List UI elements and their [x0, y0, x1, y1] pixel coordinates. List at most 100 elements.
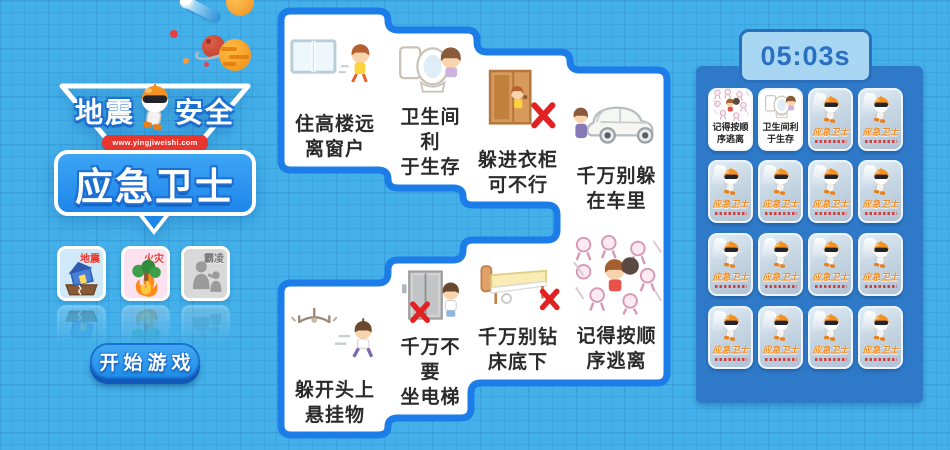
start-game-button[interactable]: 开始游戏 — [90, 343, 200, 379]
card-back-logo-text: 应急卫士 — [862, 199, 899, 209]
safety-tip-7: 千万别钻床底下 — [474, 246, 562, 379]
bed-x-icon — [474, 246, 562, 325]
card-back-tagline — [864, 358, 897, 361]
card-back-logo-text: 应急卫士 — [762, 272, 799, 282]
toilet-icon — [391, 36, 470, 105]
mascot-icon — [720, 168, 742, 196]
tip-text: 躲进衣柜可不行 — [477, 150, 558, 196]
memory-card-back[interactable]: 应急卫士 — [858, 306, 903, 369]
memory-card-back[interactable]: 应急卫士 — [858, 160, 903, 223]
memory-card-back[interactable]: 应急卫士 — [808, 160, 853, 223]
memory-card-back[interactable]: 应急卫士 — [758, 306, 803, 369]
mascot-icon — [770, 241, 792, 269]
card-back-tagline — [864, 140, 897, 143]
memory-card-back[interactable]: 应急卫士 — [708, 160, 753, 223]
toilet-icon — [759, 90, 802, 122]
meteor-decoration — [179, 0, 223, 24]
card-back-logo-text: 应急卫士 — [812, 199, 849, 209]
countdown-timer: 05:03s — [739, 29, 872, 83]
tip-text: 千万不要坐电梯 — [400, 337, 461, 408]
logo-title: 应急卫士 — [74, 166, 235, 209]
safety-tip-4: 千万别躲在车里 — [568, 78, 665, 218]
pink-dot-decoration — [204, 62, 209, 67]
mascot-icon — [136, 84, 174, 132]
memory-card-back[interactable]: 应急卫士 — [708, 306, 753, 369]
mascot-icon — [870, 168, 892, 196]
start-game-label: 开始游戏 — [99, 352, 196, 374]
card-back-logo-text: 应急卫士 — [812, 272, 849, 282]
timer-value: 05:03s — [760, 40, 851, 71]
game-logo: 地震 安全 www.yingjiweishi.com 应急卫士 — [52, 78, 258, 238]
memory-card-back[interactable]: 应急卫士 — [808, 88, 853, 151]
card-text: 记得按顺序逃离 — [712, 122, 749, 144]
card-back-logo-text: 应急卫士 — [862, 127, 899, 137]
category-reflection-3: 霸凌 — [181, 305, 230, 360]
card-back-tagline — [714, 285, 747, 288]
card-back-logo-text: 应急卫士 — [712, 345, 749, 355]
wardrobe-x-icon — [474, 56, 562, 148]
orange-dot-decoration — [183, 58, 189, 64]
memory-card-back[interactable]: 应急卫士 — [758, 233, 803, 296]
mascot-icon — [870, 314, 892, 342]
tip-text: 千万别躲在车里 — [576, 166, 657, 212]
logo-word-left: 地震 — [74, 97, 135, 128]
tip-text: 躲开头上悬挂物 — [294, 380, 375, 426]
card-back-tagline — [814, 358, 847, 361]
memory-card-back[interactable]: 应急卫士 — [758, 160, 803, 223]
mascot-icon — [820, 241, 842, 269]
mascot-icon — [820, 168, 842, 196]
elevator-x-icon — [391, 266, 470, 335]
tip-text: 千万别钻床底下 — [477, 327, 558, 373]
logo-word-right: 安全 — [175, 97, 236, 128]
card-back-logo-text: 应急卫士 — [862, 272, 899, 282]
red-dot-decoration — [170, 30, 178, 38]
category-label: 火灾 — [144, 254, 164, 265]
card-back-tagline — [764, 358, 797, 361]
card-back-logo-text: 应急卫士 — [762, 199, 799, 209]
memory-card-revealed[interactable]: 记得按顺序逃离 — [708, 88, 753, 151]
safety-tip-2: 卫生间利于生存 — [391, 36, 470, 184]
card-back-logo-text: 应急卫士 — [712, 199, 749, 209]
memory-card-back[interactable]: 应急卫士 — [858, 233, 903, 296]
bubble-pointer — [139, 216, 169, 235]
category-card-bully-figures[interactable]: 霸凌 — [181, 246, 230, 301]
card-back-logo-text: 应急卫士 — [862, 345, 899, 355]
mascot-icon — [820, 96, 842, 124]
planet-top-decoration — [226, 0, 254, 16]
mascot-icon — [720, 241, 742, 269]
safety-tip-3: 躲进衣柜可不行 — [474, 56, 562, 202]
category-reflection-1: 地震 — [57, 305, 106, 360]
card-text: 卫生间利于生存 — [762, 122, 799, 144]
website-url: www.yingjiweishi.com — [112, 138, 198, 147]
safety-tip-6: 千万不要坐电梯 — [391, 266, 470, 414]
website-ribbon: www.yingjiweishi.com — [102, 135, 208, 150]
crowd-escape-icon — [709, 86, 752, 122]
tip-text: 记得按顺序逃离 — [576, 326, 657, 372]
card-back-tagline — [864, 212, 897, 215]
card-back-tagline — [814, 140, 847, 143]
card-back-tagline — [714, 212, 747, 215]
card-back-tagline — [814, 212, 847, 215]
safety-tip-5: 躲开头上悬挂物 — [284, 288, 386, 432]
memory-card-back[interactable]: 应急卫士 — [808, 306, 853, 369]
mascot-icon — [770, 168, 792, 196]
memory-card-back[interactable]: 应急卫士 — [808, 233, 853, 296]
card-back-logo-text: 应急卫士 — [712, 272, 749, 282]
category-card-quake-house[interactable]: 地震 — [57, 246, 106, 301]
tip-text: 卫生间利于生存 — [400, 107, 461, 178]
card-back-logo-text: 应急卫士 — [812, 127, 849, 137]
card-back-tagline — [764, 285, 797, 288]
memory-card-back[interactable]: 应急卫士 — [708, 233, 753, 296]
category-card-fire-tree[interactable]: 火灾 — [121, 246, 170, 301]
memory-card-revealed[interactable]: 卫生间利于生存 — [758, 88, 803, 151]
card-back-tagline — [764, 212, 797, 215]
memory-card-back[interactable]: 应急卫士 — [858, 88, 903, 151]
card-back-logo-text: 应急卫士 — [762, 345, 799, 355]
card-back-tagline — [814, 285, 847, 288]
card-back-tagline — [864, 285, 897, 288]
chandelier-run-icon — [284, 288, 386, 378]
mascot-icon — [720, 314, 742, 342]
tip-text: 住高楼远离窗户 — [294, 114, 375, 160]
category-label: 地震 — [80, 254, 100, 265]
